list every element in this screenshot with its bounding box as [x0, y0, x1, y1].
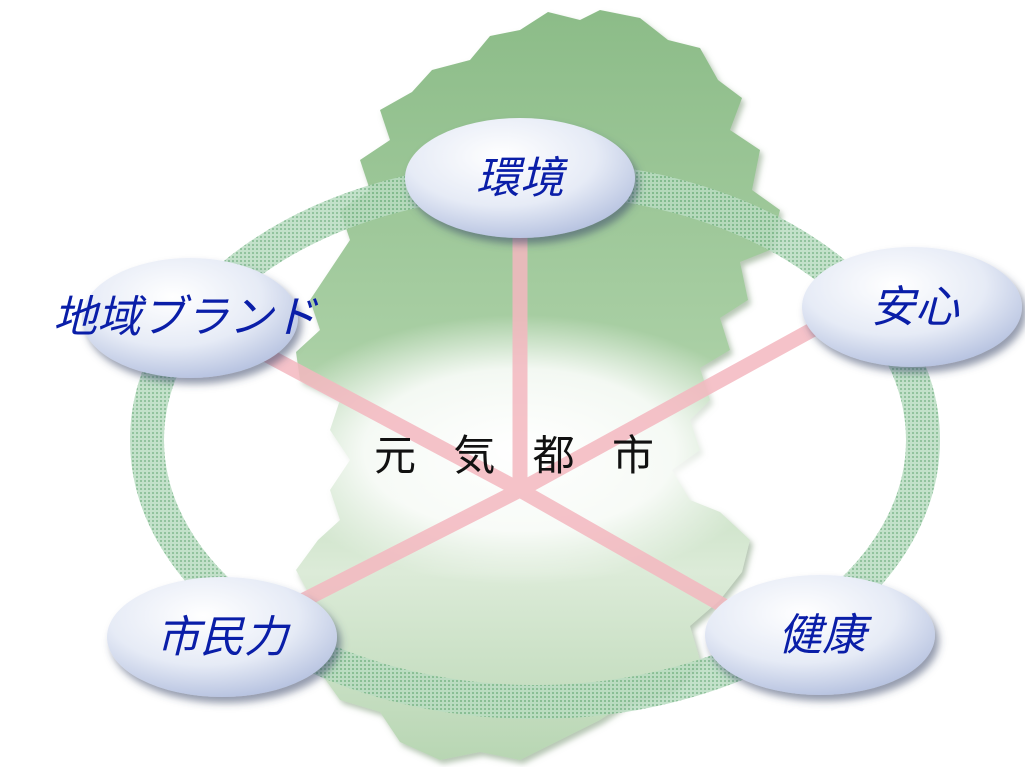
node-citizen-power-label: 市民力: [156, 612, 291, 663]
spoke-safety: [512, 312, 838, 498]
center-label: 元 気 都 市: [374, 431, 666, 480]
node-health-label: 健康: [778, 610, 873, 661]
node-safety-bubble: [802, 247, 1022, 367]
node-health[interactable]: 健康: [705, 575, 935, 695]
node-environment-bubble: [405, 118, 635, 238]
node-regional-brand-bubble: [82, 258, 298, 378]
node-regional-brand[interactable]: 地域ブランド: [53, 258, 319, 378]
node-safety[interactable]: 安心: [802, 247, 1022, 367]
node-health-bubble: [705, 575, 935, 695]
node-citizen-power-bubble: [107, 577, 337, 697]
node-citizen-power[interactable]: 市民力: [107, 577, 337, 697]
node-environment[interactable]: 環境: [405, 118, 635, 238]
node-safety-label: 安心: [871, 282, 960, 333]
node-environment-label: 環境: [476, 153, 569, 204]
node-regional-brand-label: 地域ブランド: [53, 292, 319, 343]
